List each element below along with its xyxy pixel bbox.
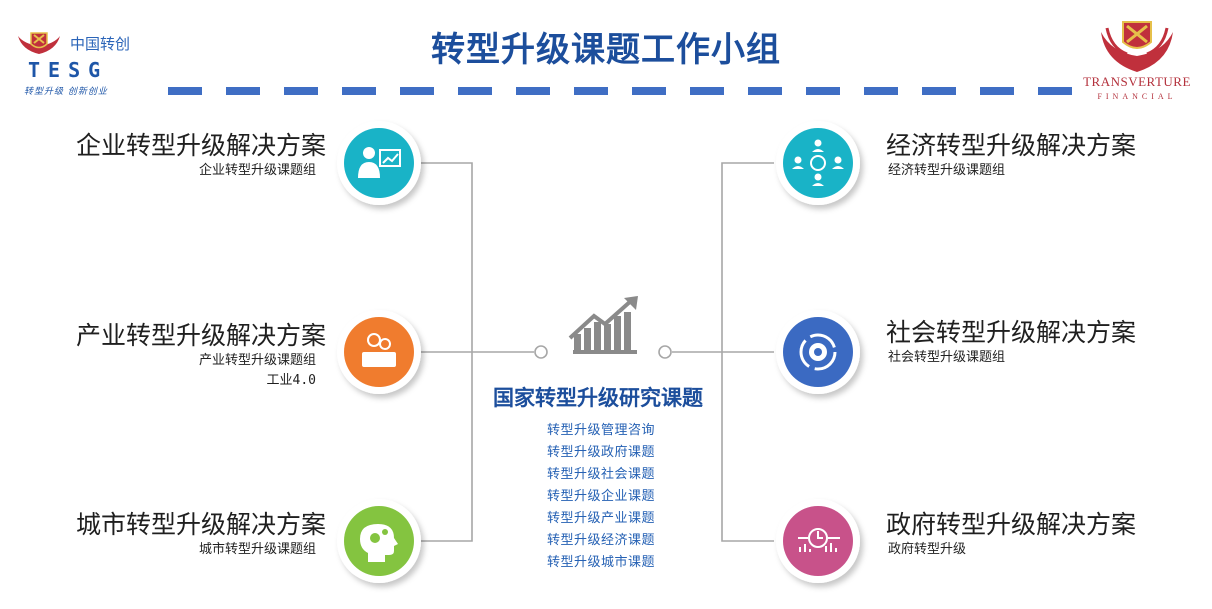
left-item-2-sub2: 工业4.0 xyxy=(266,373,316,388)
icon-circle-right-3 xyxy=(776,499,860,583)
center-topic: 转型升级管理咨询 xyxy=(546,423,655,438)
icon-circle-left-1 xyxy=(337,121,421,205)
right-item-2-title: 社会转型升级解决方案 xyxy=(886,318,1137,347)
logo-name: TRANSVERTURE xyxy=(1083,74,1191,89)
icon-circle-left-3 xyxy=(337,499,421,583)
center-topic: 转型升级社会课题 xyxy=(546,467,655,482)
transverture-logo: TRANSVERTURE FINANCIAL xyxy=(1072,18,1202,106)
logo-cn-text: 中国转创 xyxy=(70,35,131,53)
center-topic: 转型升级企业课题 xyxy=(546,489,655,504)
money-coins-icon xyxy=(362,333,396,367)
right-item-3-sub: 政府转型升级 xyxy=(888,542,967,557)
crest-icon xyxy=(1101,21,1173,72)
logo-slogan: 转型升级 创新创业 xyxy=(24,87,108,97)
left-item-1-sub: 企业转型升级课题组 xyxy=(198,163,316,178)
center-topic: 转型升级经济课题 xyxy=(546,533,655,548)
left-connector xyxy=(420,162,534,542)
right-item-2-sub: 社会转型升级课题组 xyxy=(888,350,1006,365)
right-connector xyxy=(672,162,774,542)
process-flow-icon xyxy=(798,528,840,552)
head-gears-icon xyxy=(360,524,398,562)
page-title: 转型升级课题工作小组 xyxy=(431,30,781,70)
crest-icon xyxy=(18,32,60,54)
left-item-1-title: 企业转型升级解决方案 xyxy=(75,131,326,160)
icon-circle-right-2 xyxy=(776,310,860,394)
left-item-2-title: 产业转型升级解决方案 xyxy=(75,321,326,350)
center-topic: 转型升级产业课题 xyxy=(546,511,655,526)
right-item-1-title: 经济转型升级解决方案 xyxy=(886,131,1137,160)
right-item-1-sub: 经济转型升级课题组 xyxy=(888,163,1006,178)
people-money-icon xyxy=(792,139,844,186)
left-item-2-sub: 产业转型升级课题组 xyxy=(198,353,316,368)
icon-circle-left-2 xyxy=(337,310,421,394)
logo-en-text: TESG xyxy=(28,58,109,82)
right-node xyxy=(658,345,672,359)
center-topic: 转型升级城市课题 xyxy=(546,555,655,570)
tesg-logo: 中国转创 TESG 转型升级 创新创业 xyxy=(14,28,154,98)
left-node xyxy=(534,345,548,359)
growth-chart-icon xyxy=(568,296,638,354)
center-topic-list: 转型升级管理咨询 转型升级政府课题 转型升级社会课题 转型升级企业课题 转型升级… xyxy=(470,420,732,574)
center-topic: 转型升级政府课题 xyxy=(546,445,655,460)
left-item-3-title: 城市转型升级解决方案 xyxy=(75,510,326,539)
left-item-3-sub: 城市转型升级课题组 xyxy=(198,542,316,557)
center-title: 国家转型升级研究课题 xyxy=(493,385,703,410)
logo-sub: FINANCIAL xyxy=(1097,92,1177,101)
icon-circle-right-1 xyxy=(776,121,860,205)
businessman-chart-icon xyxy=(358,147,401,178)
right-item-3-title: 政府转型升级解决方案 xyxy=(886,510,1137,539)
gear-cycle-icon xyxy=(799,333,837,371)
header-divider xyxy=(168,87,1074,95)
